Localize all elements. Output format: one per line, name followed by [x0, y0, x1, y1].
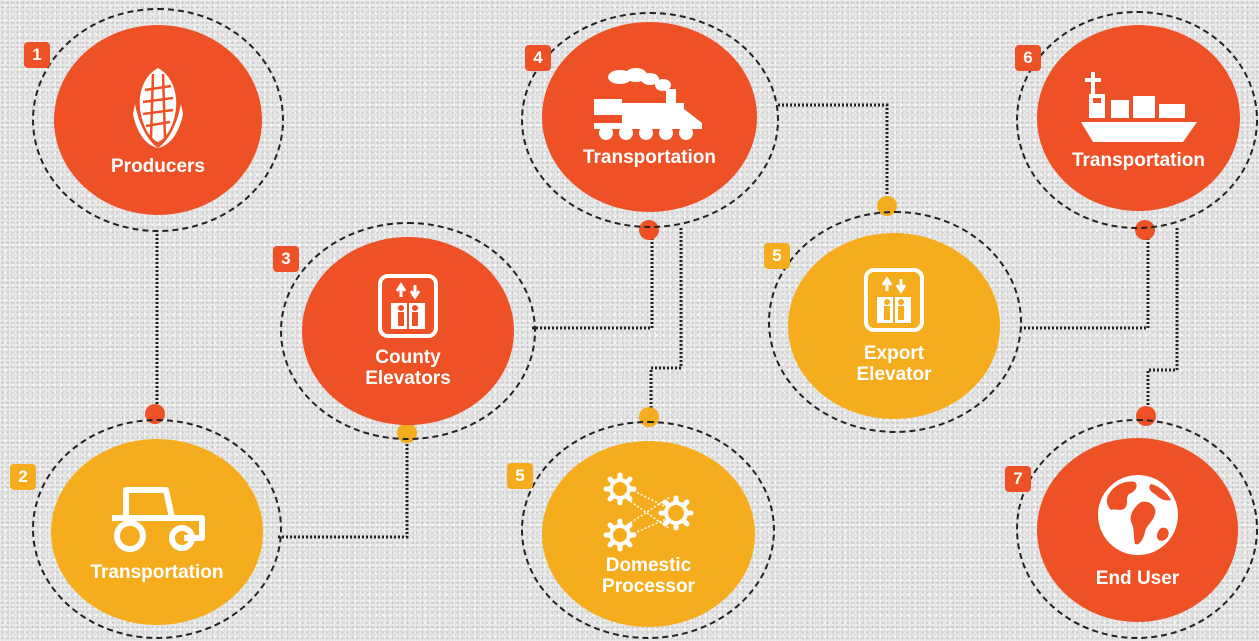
dashed-ring	[280, 222, 536, 440]
dashed-ring	[521, 421, 775, 639]
node-domestic-processor: Domestic Processor 5	[507, 421, 775, 639]
elevator-icon	[864, 268, 924, 332]
node-disc: County Elevators	[302, 237, 514, 425]
node-disc: Domestic Processor	[542, 441, 755, 627]
node-transportation-train: Transportation 4	[521, 12, 779, 228]
step-number-badge: 3	[273, 246, 299, 272]
dashed-ring	[768, 211, 1022, 433]
step-number-badge: 2	[10, 464, 36, 490]
ship-icon	[1080, 71, 1197, 142]
node-label: Producers	[111, 155, 205, 177]
dashed-ring	[1016, 419, 1258, 639]
corn-icon	[133, 67, 183, 148]
node-label: End User	[1095, 567, 1180, 589]
connector-ship-end-user	[1146, 228, 1179, 412]
node-disc: Transportation	[51, 439, 263, 625]
step-number-badge: 1	[24, 42, 50, 68]
node-label: Export Elevator	[856, 343, 932, 385]
node-label: Transportation	[582, 146, 716, 168]
train-icon	[593, 67, 702, 140]
step-number-badge: 4	[525, 45, 551, 71]
connector-train-export-elevator	[778, 103, 889, 205]
step-number-badge: 6	[1015, 45, 1041, 71]
node-disc: End User	[1037, 438, 1238, 622]
dashed-ring	[32, 8, 284, 232]
node-label: Transportation	[1071, 149, 1205, 171]
node-label: County Elevators	[365, 347, 451, 389]
node-producers: Producers 1	[24, 8, 284, 232]
globe-icon	[1097, 474, 1178, 555]
step-number-badge: 7	[1005, 466, 1031, 492]
node-transportation-tractor: Transportation 2	[10, 419, 282, 639]
node-disc: Transportation	[1037, 25, 1240, 211]
node-export-elevator: Export Elevator 5	[764, 211, 1022, 433]
node-disc: Producers	[54, 25, 262, 215]
step-number-badge: 5	[764, 243, 790, 269]
node-label: Transportation	[90, 561, 224, 583]
connector-tractor-county-elevators	[278, 436, 409, 539]
node-disc: Transportation	[542, 22, 757, 212]
node-label: Domestic Processor	[602, 555, 695, 597]
connector-export-elevator-ship	[1020, 232, 1150, 330]
step-number-badge: 5	[507, 463, 533, 489]
node-county-elevators: County Elevators 3	[273, 222, 536, 440]
dashed-ring	[32, 419, 282, 639]
dashed-ring	[521, 12, 779, 228]
gears-icon	[603, 472, 693, 552]
node-end-user: End User 7	[1005, 419, 1258, 639]
node-disc: Export Elevator	[788, 233, 1000, 419]
connector-train-domestic-processor	[649, 228, 683, 414]
connector-county-elevators-train	[532, 234, 654, 330]
tractor-icon	[112, 486, 205, 552]
dashed-ring	[1016, 11, 1258, 229]
node-transportation-ship: Transportation 6	[1015, 11, 1258, 229]
elevator-icon	[378, 274, 438, 338]
